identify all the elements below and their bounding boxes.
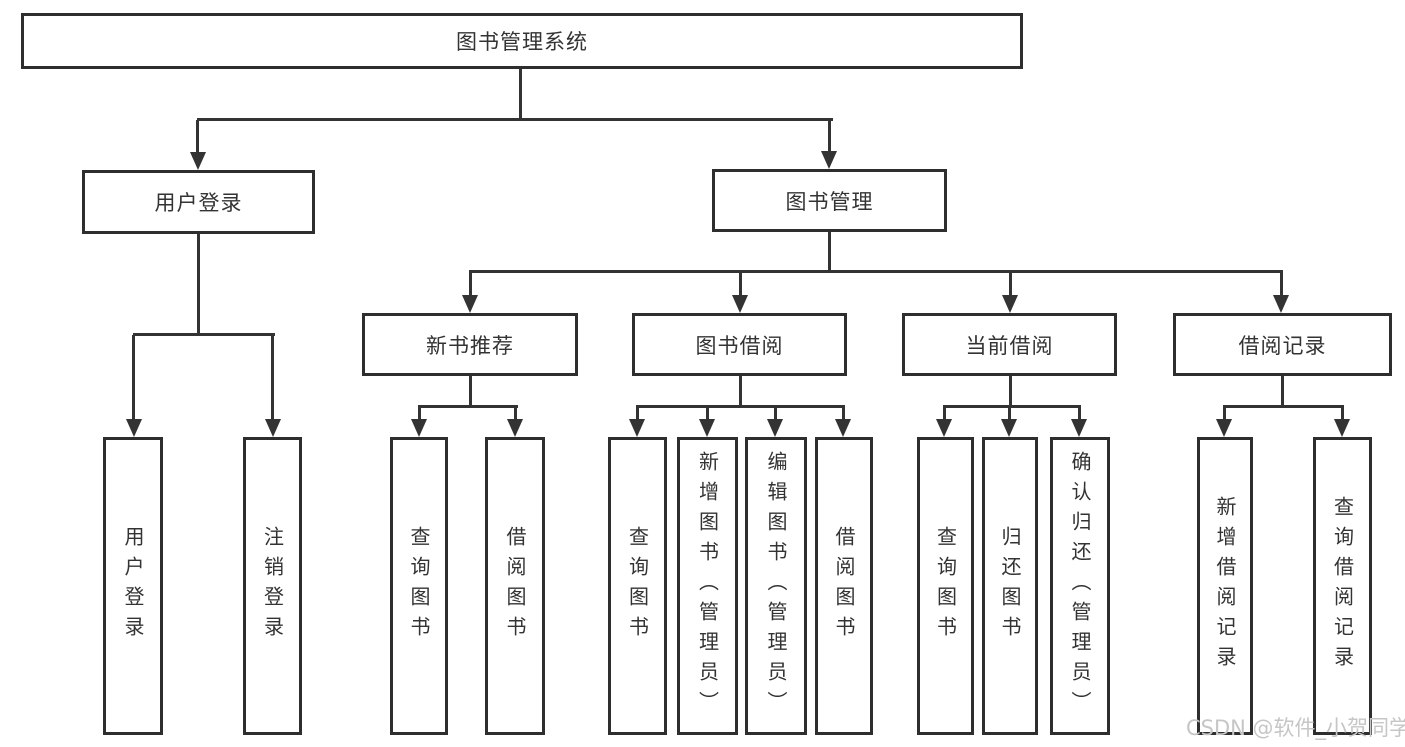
leaf-user-login: 用户登录 bbox=[103, 437, 163, 735]
arrowhead-icon bbox=[699, 419, 715, 437]
connector-to-leaf-login bbox=[132, 335, 135, 420]
node-user-login-label: 用户登录 bbox=[154, 191, 243, 215]
connector-level3-bus bbox=[469, 270, 1283, 273]
node-borrow-record-label: 借阅记录 bbox=[1238, 333, 1327, 358]
arrowhead-icon bbox=[936, 419, 952, 437]
connector-root-drop bbox=[519, 69, 522, 120]
arrowhead-icon bbox=[126, 419, 142, 437]
leaf-borrow-add-label: 新增图书（管理员） bbox=[695, 451, 720, 721]
watermark: CSDN @软件_小贺同学 bbox=[1186, 716, 1405, 740]
connector-leaf-stem bbox=[842, 407, 845, 421]
arrowhead-icon bbox=[629, 419, 645, 437]
arrowhead-icon bbox=[767, 419, 783, 437]
node-current-borrow: 当前借阅 bbox=[902, 313, 1117, 376]
connector-to-borrow-record bbox=[1280, 272, 1283, 296]
arrowhead-icon bbox=[411, 419, 427, 437]
arrowhead-icon bbox=[1334, 419, 1350, 437]
connector-leaf-stem bbox=[418, 407, 421, 421]
arrowhead-icon bbox=[1273, 295, 1289, 313]
arrowhead-icon bbox=[507, 419, 523, 437]
connector-leaf-stem bbox=[774, 407, 777, 421]
connector-leaf-stem bbox=[1078, 407, 1081, 421]
node-book-mgmt: 图书管理 bbox=[712, 169, 947, 232]
connector-leaf-stem bbox=[636, 407, 639, 421]
leaf-current-return-label: 归还图书 bbox=[998, 526, 1022, 646]
connector-leaf-stem bbox=[1341, 407, 1344, 421]
leaf-current-query: 查询图书 bbox=[917, 437, 974, 735]
leaf-current-confirm: 确认归还（管理员） bbox=[1050, 437, 1110, 735]
connector-to-leaf-logout bbox=[271, 335, 274, 420]
connector-leaf-stem bbox=[706, 407, 709, 421]
arrowhead-icon bbox=[190, 152, 206, 170]
leaf-record-query: 查询借阅记录 bbox=[1313, 437, 1372, 735]
leaf-current-query-label: 查询图书 bbox=[933, 526, 958, 646]
node-book-borrow-label: 图书借阅 bbox=[695, 333, 784, 358]
leaf-borrow-edit: 编辑图书（管理员） bbox=[745, 437, 807, 735]
node-book-borrow: 图书借阅 bbox=[632, 313, 847, 376]
connector-borrowrecord-drop bbox=[1281, 376, 1284, 407]
node-new-book-label: 新书推荐 bbox=[426, 333, 514, 358]
arrowhead-icon bbox=[835, 419, 851, 437]
leaf-current-confirm-label: 确认归还（管理员） bbox=[1068, 451, 1092, 721]
leaf-user-login-label: 用户登录 bbox=[121, 526, 145, 646]
node-user-login: 用户登录 bbox=[82, 170, 315, 234]
arrowhead-icon bbox=[462, 295, 478, 313]
leaf-borrow-add: 新增图书（管理员） bbox=[677, 437, 738, 735]
leaf-borrow-borrow-label: 借阅图书 bbox=[832, 526, 856, 646]
arrowhead-icon bbox=[265, 419, 281, 437]
leaf-record-add-label: 新增借阅记录 bbox=[1213, 496, 1237, 676]
connector-userlogin-bus bbox=[133, 333, 275, 336]
arrowhead-icon bbox=[1216, 419, 1232, 437]
leaf-borrow-query-label: 查询图书 bbox=[625, 526, 650, 646]
leaf-borrow-borrow: 借阅图书 bbox=[815, 437, 873, 735]
leaf-borrow-edit-label: 编辑图书（管理员） bbox=[764, 451, 788, 721]
connector-currentborrow-bus bbox=[943, 405, 1081, 408]
leaf-logout: 注销登录 bbox=[243, 437, 302, 735]
leaf-borrow-query: 查询图书 bbox=[608, 437, 667, 735]
leaf-newbook-borrow: 借阅图书 bbox=[485, 437, 545, 735]
connector-to-current-borrow bbox=[1009, 272, 1012, 296]
connector-leaf-stem bbox=[1223, 407, 1226, 421]
connector-to-new-book bbox=[469, 272, 472, 296]
connector-to-user-login bbox=[196, 120, 199, 154]
connector-newbook-bus bbox=[418, 405, 518, 408]
arrowhead-icon bbox=[732, 295, 748, 313]
node-current-borrow-label: 当前借阅 bbox=[965, 333, 1054, 358]
connector-currentborrow-drop bbox=[1009, 376, 1012, 407]
connector-bookborrow-drop bbox=[739, 376, 742, 407]
leaf-logout-label: 注销登录 bbox=[260, 526, 285, 646]
leaf-newbook-query-label: 查询图书 bbox=[407, 526, 431, 646]
arrowhead-icon bbox=[821, 151, 837, 169]
arrowhead-icon bbox=[1001, 419, 1017, 437]
arrowhead-icon bbox=[1002, 295, 1018, 313]
connector-to-book-mgmt bbox=[828, 120, 831, 153]
connector-leaf-stem bbox=[943, 407, 946, 421]
node-new-book: 新书推荐 bbox=[362, 313, 578, 376]
connector-to-book-borrow bbox=[739, 272, 742, 296]
connector-level2-bus bbox=[197, 118, 833, 121]
node-root-label: 图书管理系统 bbox=[456, 30, 588, 54]
connector-leaf-stem bbox=[1008, 407, 1011, 421]
arrowhead-icon bbox=[1071, 419, 1087, 437]
node-book-mgmt-label: 图书管理 bbox=[785, 189, 874, 214]
node-borrow-record: 借阅记录 bbox=[1173, 313, 1392, 376]
connector-newbook-drop bbox=[469, 376, 472, 407]
connector-borrowrecord-bus bbox=[1223, 405, 1344, 408]
leaf-record-add: 新增借阅记录 bbox=[1197, 437, 1253, 735]
node-root: 图书管理系统 bbox=[21, 13, 1023, 69]
connector-bookborrow-bus bbox=[636, 405, 845, 408]
leaf-record-query-label: 查询借阅记录 bbox=[1330, 496, 1355, 676]
connector-userlogin-drop bbox=[197, 234, 200, 336]
leaf-newbook-borrow-label: 借阅图书 bbox=[503, 526, 527, 646]
connector-leaf-stem bbox=[514, 407, 517, 421]
connector-bookmgmt-drop bbox=[828, 232, 831, 272]
leaf-newbook-query: 查询图书 bbox=[390, 437, 448, 735]
leaf-current-return: 归还图书 bbox=[982, 437, 1038, 735]
